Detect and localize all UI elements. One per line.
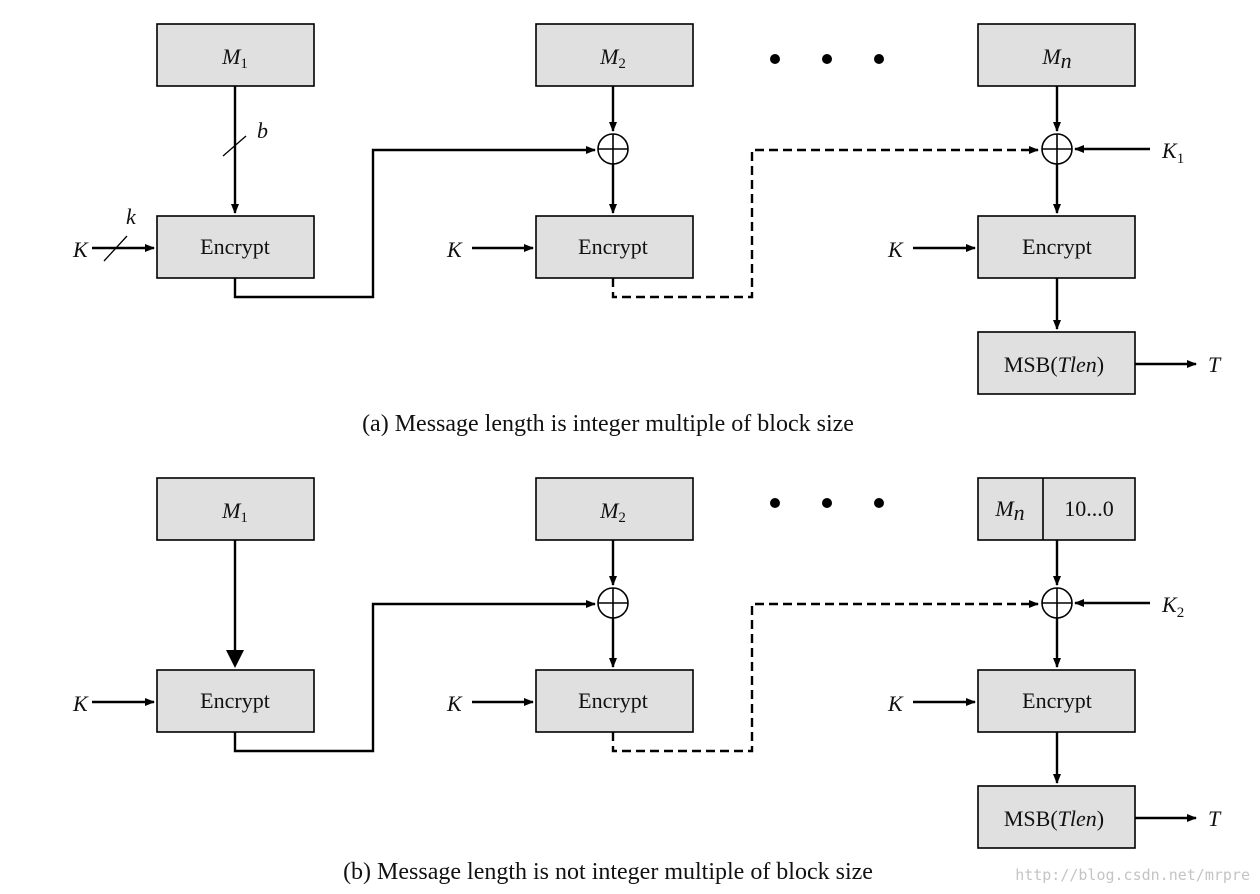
ellipsis-dot — [822, 498, 832, 508]
encrypt-label: Encrypt — [200, 688, 270, 713]
m2-block-a — [535, 23, 694, 87]
mn-label-a: Mn — [1041, 44, 1071, 73]
xor-icon — [1041, 133, 1073, 165]
encrypt-block-na — [977, 215, 1136, 279]
chain-arrow-dashed — [611, 146, 1039, 299]
chain-arrow-dashed — [611, 600, 1039, 753]
panel-b: M1 M2 Mn 10...0 Encrypt K E — [72, 477, 1222, 885]
caption-b: (b) Message length is not integer multip… — [343, 859, 873, 885]
ellipsis-dot — [770, 498, 780, 508]
encrypt-label: Encrypt — [578, 688, 648, 713]
mn-block-b — [977, 477, 1136, 541]
xor-icon — [597, 587, 629, 619]
padding-label: 10...0 — [1064, 496, 1114, 521]
encrypt-label: Encrypt — [200, 234, 270, 259]
m2-label-a: M2 — [599, 44, 626, 72]
arrowhead — [226, 650, 244, 668]
ellipsis-dot — [822, 54, 832, 64]
encrypt-block-1a — [156, 215, 315, 279]
k-label: k — [126, 204, 137, 229]
encrypt-block-2b — [535, 669, 694, 733]
encrypt-label: Encrypt — [578, 234, 648, 259]
ellipsis-dot — [874, 498, 884, 508]
xor-icon — [597, 133, 629, 165]
key-label: K — [887, 691, 904, 716]
tag-label: T — [1208, 806, 1222, 831]
m1-block-a — [156, 23, 315, 87]
encrypt-block-1b — [156, 669, 315, 733]
m1-label-b: M1 — [221, 498, 248, 526]
bit-width-slash — [222, 135, 247, 157]
msb-block-b — [977, 785, 1136, 849]
key-label: K — [887, 237, 904, 262]
chain-arrow-1 — [233, 600, 596, 753]
watermark-text: http://blog.csdn.net/mrpre — [1015, 866, 1250, 884]
ellipsis-dot — [874, 54, 884, 64]
encrypt-label: Encrypt — [1022, 234, 1092, 259]
caption-a: (a) Message length is integer multiple o… — [362, 411, 854, 437]
xor-icon — [1041, 587, 1073, 619]
mn-block-a — [977, 23, 1136, 87]
key-label: K — [72, 691, 89, 716]
chain-arrow-1 — [233, 146, 596, 299]
panel-a: M1 M2 Mn b Encrypt K k — [72, 23, 1222, 437]
m1-label-a: M1 — [221, 44, 248, 72]
encrypt-block-2a — [535, 215, 694, 279]
key-label: K — [446, 691, 463, 716]
key-label: K — [72, 237, 89, 262]
subkey-label-k2: K2 — [1161, 592, 1184, 621]
msb-block-a — [977, 331, 1136, 395]
m1-block-b — [156, 477, 315, 541]
msb-label-a: MSB(Tlen) — [1004, 352, 1104, 377]
subkey-label-k1: K1 — [1161, 138, 1184, 167]
encrypt-label: Encrypt — [1022, 688, 1092, 713]
key-label: K — [446, 237, 463, 262]
key-width-slash — [103, 235, 128, 262]
mn-label-b: Mn — [994, 496, 1024, 525]
m2-block-b — [535, 477, 694, 541]
b-label: b — [257, 118, 268, 143]
msb-label-b: MSB(Tlen) — [1004, 806, 1104, 831]
m2-label-b: M2 — [599, 498, 626, 526]
ellipsis-dot — [770, 54, 780, 64]
tag-label: T — [1208, 352, 1222, 377]
